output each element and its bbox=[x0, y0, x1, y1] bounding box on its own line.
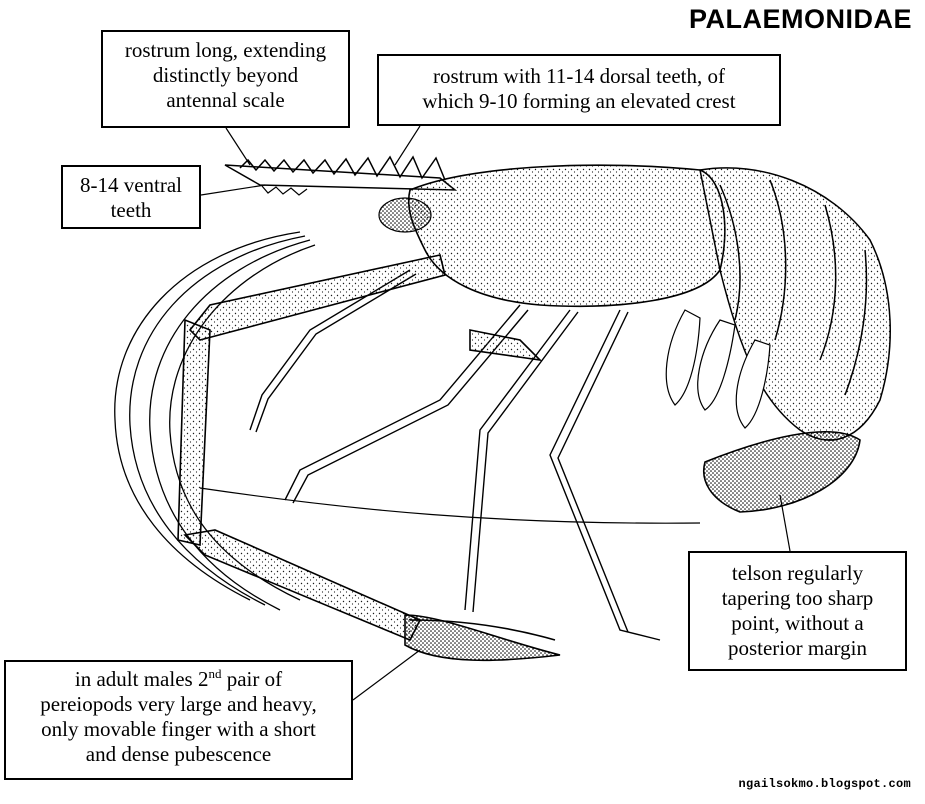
label-text: in adult males 2 bbox=[74, 667, 209, 691]
label-line: distinctly beyond bbox=[152, 63, 299, 87]
leader-lines bbox=[200, 125, 791, 701]
label-rostrum-long: rostrum long, extending distinctly beyon… bbox=[101, 30, 350, 128]
label-line: and dense pubescence bbox=[85, 742, 272, 766]
ordinal-suffix: nd bbox=[208, 666, 222, 681]
label-line: telson regularly bbox=[731, 561, 864, 585]
label-line: pereiopods very large and heavy, bbox=[40, 692, 317, 716]
label-line: point, without a bbox=[731, 611, 864, 635]
label-line: 8-14 ventral bbox=[79, 173, 183, 197]
label-line: tapering too sharp bbox=[721, 586, 874, 610]
label-line: rostrum with 11-14 dorsal teeth, of bbox=[432, 64, 725, 88]
watermark-credit: ngailsokmo.blogspot.com bbox=[738, 777, 911, 791]
telson bbox=[703, 430, 861, 513]
page-title: PALAEMONIDAE bbox=[688, 4, 912, 34]
label-rostrum-dorsal-teeth: rostrum with 11-14 dorsal teeth, of whic… bbox=[377, 54, 781, 126]
eye bbox=[378, 197, 432, 233]
label-adult-males-pereiopods: in adult males 2nd pair of pereiopods ve… bbox=[4, 660, 353, 780]
label-ventral-teeth: 8-14 ventral teeth bbox=[61, 165, 201, 229]
pleopods bbox=[665, 309, 771, 429]
label-text: pair of bbox=[221, 667, 283, 691]
abdomen bbox=[699, 167, 891, 441]
label-line: which 9-10 forming an elevated crest bbox=[422, 89, 736, 113]
label-line: posterior margin bbox=[727, 636, 867, 660]
label-line: teeth bbox=[110, 198, 152, 222]
walking-legs bbox=[249, 269, 661, 641]
large-cheliped bbox=[177, 254, 561, 662]
ground-line bbox=[199, 487, 701, 524]
label-line: in adult males 2nd pair of bbox=[6, 667, 351, 692]
carapace bbox=[407, 164, 726, 307]
label-line: antennal scale bbox=[166, 88, 285, 112]
label-line: only movable finger with a short bbox=[41, 717, 316, 741]
label-line: rostrum long, extending bbox=[124, 38, 327, 62]
label-telson: telson regularly tapering too sharp poin… bbox=[688, 551, 907, 671]
